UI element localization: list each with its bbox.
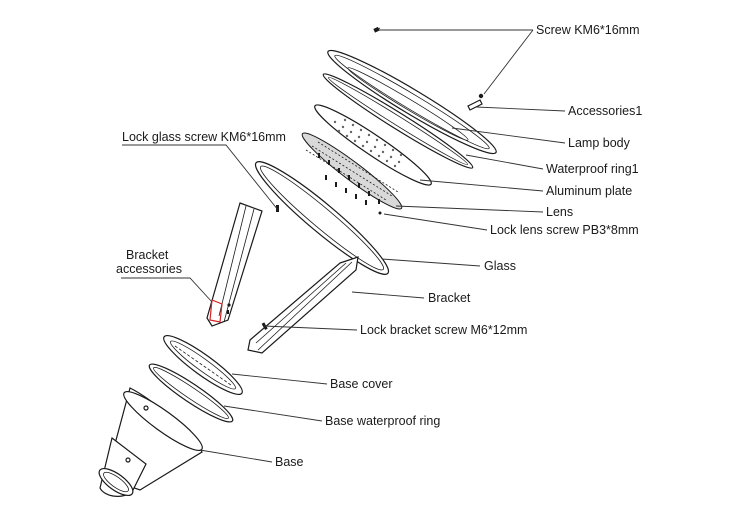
label-lens: Lens <box>546 205 573 219</box>
accessories1-part <box>467 93 484 111</box>
label-bracket-accessories-line1: Bracket <box>126 248 169 262</box>
label-lock-lens-screw: Lock lens screw PB3*8mm <box>490 223 639 237</box>
label-base-cover: Base cover <box>330 377 393 391</box>
right-bracket-part <box>247 256 359 354</box>
lock-lens-screws-part <box>318 153 382 215</box>
label-lamp-body: Lamp body <box>568 136 631 150</box>
lens-part <box>301 132 403 210</box>
base-waterproof-ring-part <box>148 363 234 423</box>
label-bracket: Bracket <box>428 291 471 305</box>
leader-lines <box>121 29 566 463</box>
base-cover-part <box>163 335 243 395</box>
label-base-waterproof-ring: Base waterproof ring <box>325 414 440 428</box>
waterproof-ring1-part <box>322 73 474 169</box>
aluminum-plate-part <box>314 104 432 186</box>
label-screw: Screw KM6*16mm <box>536 23 640 37</box>
label-lock-bracket-screw: Lock bracket screw M6*12mm <box>360 323 527 337</box>
label-lock-glass-screw: Lock glass screw KM6*16mm <box>122 130 286 144</box>
glass-part <box>254 161 390 275</box>
labels: Screw KM6*16mm Accessories1 Lamp body Wa… <box>116 23 642 469</box>
label-waterproof-ring1: Waterproof ring1 <box>546 162 639 176</box>
label-base: Base <box>275 455 304 469</box>
top-screw-part <box>373 26 381 33</box>
lamp-body-part <box>327 49 497 155</box>
base-part <box>98 387 203 497</box>
label-glass: Glass <box>484 259 516 273</box>
label-accessories1: Accessories1 <box>568 104 642 118</box>
left-bracket-part <box>206 202 263 327</box>
lock-glass-screw-part <box>276 205 279 212</box>
label-aluminum-plate: Aluminum plate <box>546 184 632 198</box>
label-bracket-accessories-line2: accessories <box>116 262 182 276</box>
